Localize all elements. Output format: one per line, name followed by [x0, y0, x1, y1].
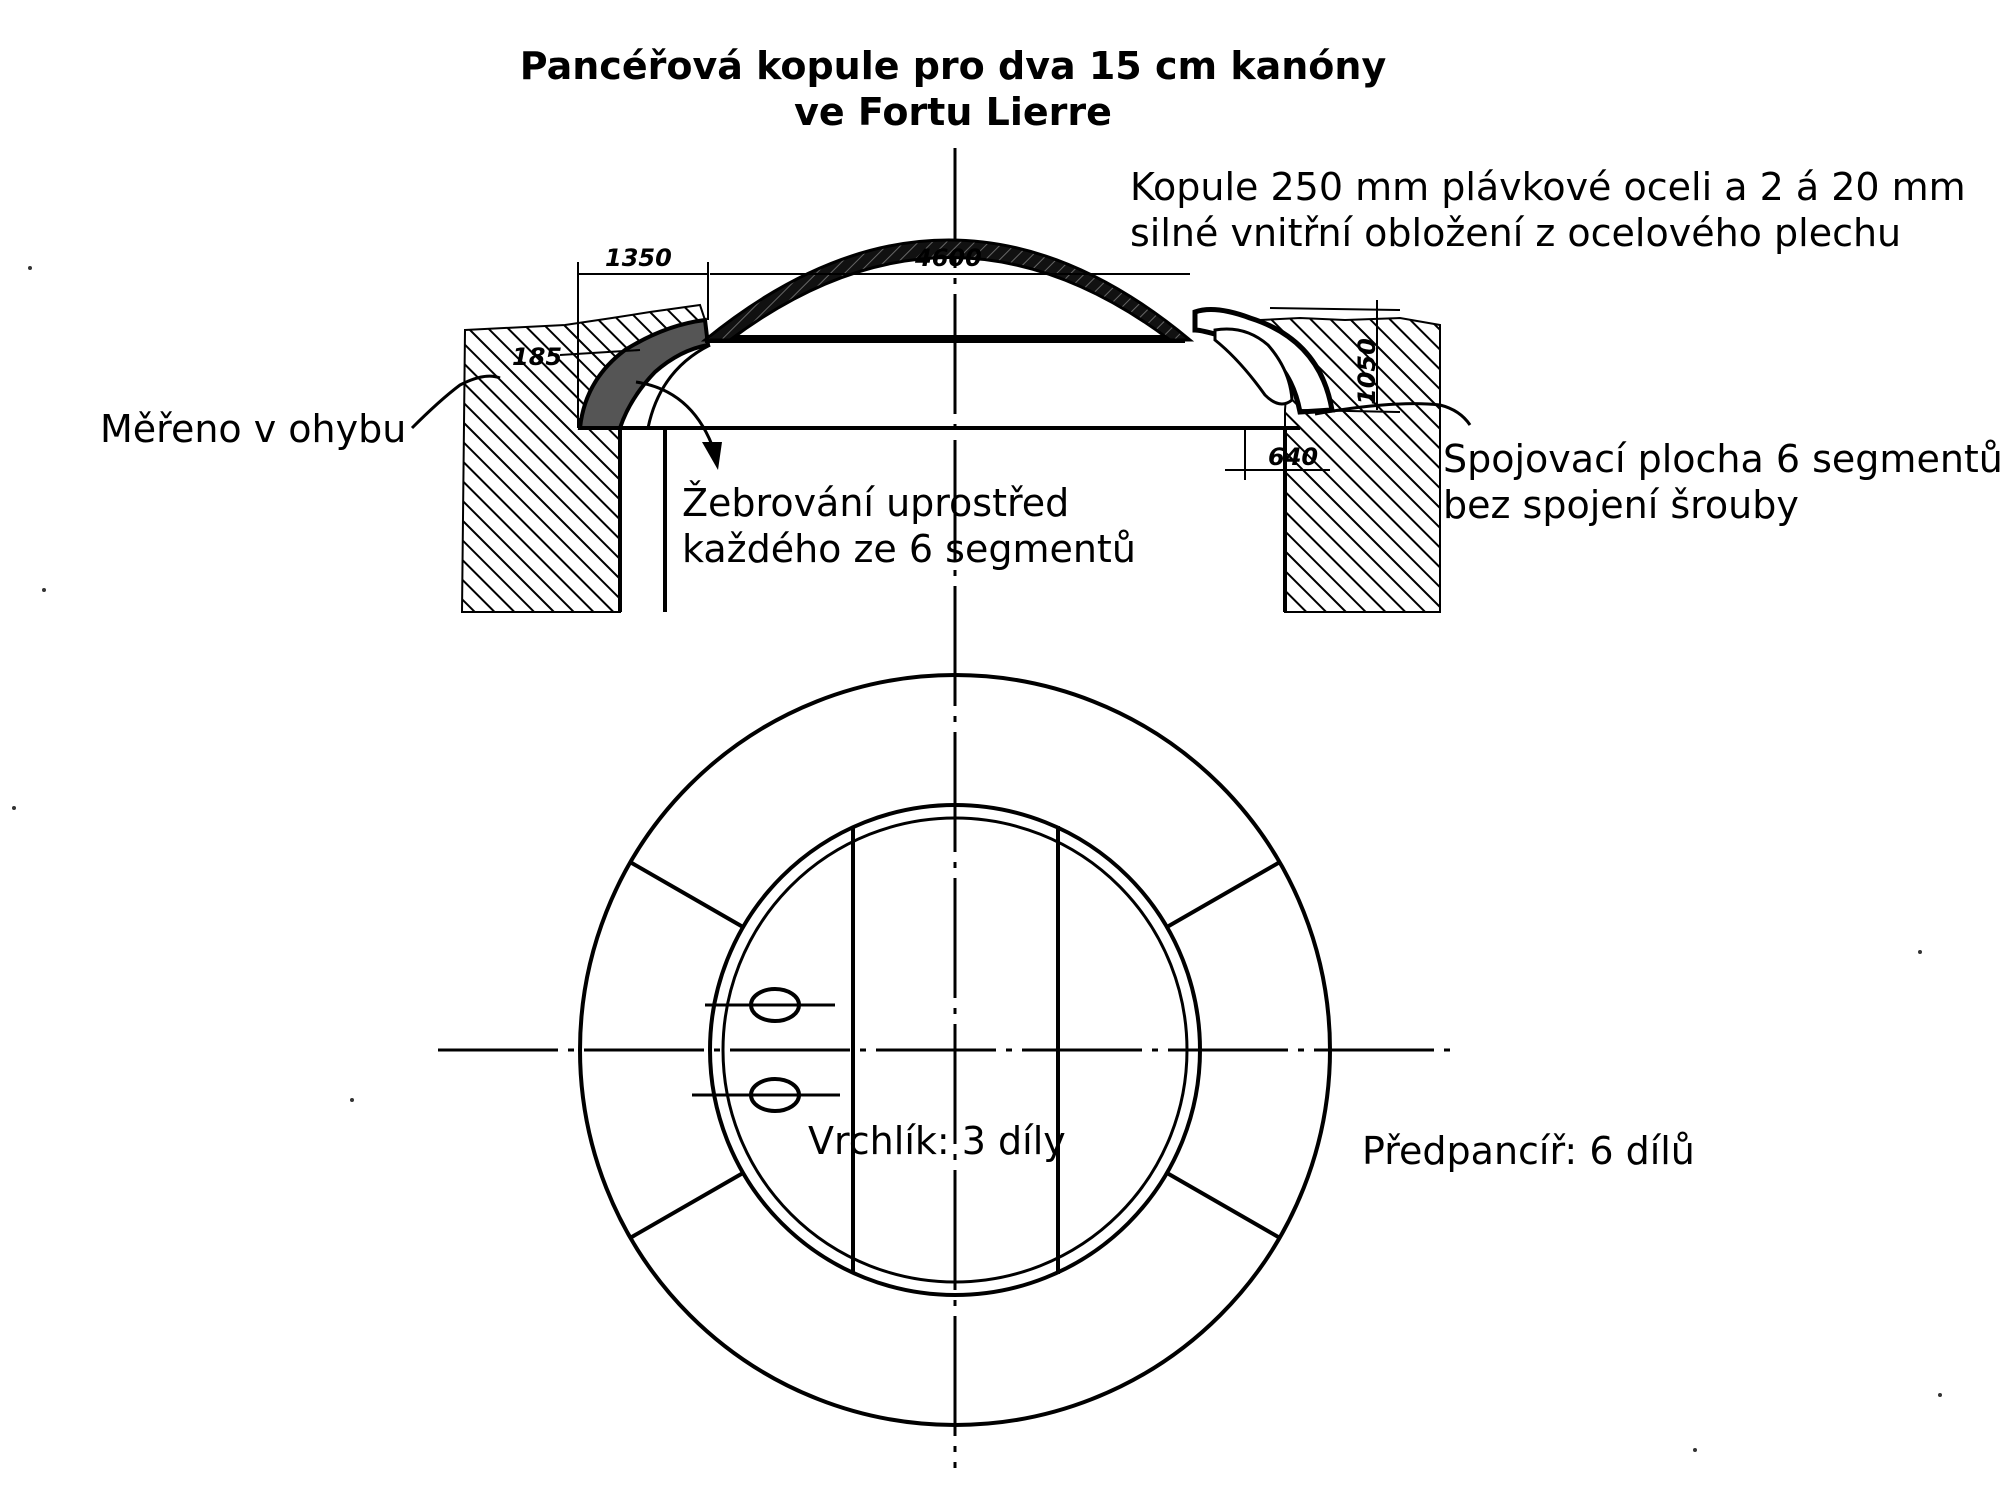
- bend-leader: [410, 374, 501, 430]
- ribs-note-line1: Žebrování uprostřed: [682, 481, 1070, 525]
- glacis-segment-line: [629, 1171, 744, 1240]
- glacis-note: Předpancíř: 6 dílů: [1362, 1129, 1695, 1173]
- dim-640-label: 640: [1268, 443, 1318, 471]
- drawing-title-line1: Pancéřová kopule pro dva 15 cm kanóny: [519, 44, 1387, 88]
- scan-speck: [1918, 950, 1922, 954]
- scan-speck: [1693, 1448, 1697, 1452]
- scan-speck: [12, 806, 16, 810]
- ribs-leader: [635, 380, 714, 446]
- left-glacis-armour: [577, 317, 711, 430]
- dim-4600-label: 4600: [914, 244, 982, 272]
- cap-inner-ring: [721, 816, 1189, 1284]
- scan-speck: [350, 1098, 354, 1102]
- dim-185-leader: [559, 349, 641, 356]
- joint-leader: [1314, 402, 1472, 426]
- glacis-outer-ring: [578, 673, 1332, 1427]
- dim-1350-label: 1350: [605, 244, 672, 272]
- rib-arc: [646, 343, 711, 429]
- dome-note-line1: Kopule 250 mm plávkové oceli a 2 á 20 mm: [1130, 165, 1966, 209]
- scan-speck: [1938, 1393, 1942, 1397]
- joint-note-line1: Spojovací plocha 6 segmentů: [1443, 437, 2000, 481]
- ribs-note-line2: každého ze 6 segmentů: [682, 527, 1136, 571]
- dome-base-plate: [705, 335, 1185, 343]
- scan-speck: [28, 266, 32, 270]
- scan-speck: [42, 588, 46, 592]
- dome-note-line2: silné vnitřní obložení z ocelového plech…: [1130, 211, 1902, 255]
- cap-outer-ring: [708, 803, 1202, 1297]
- glacis-segment-line: [1166, 860, 1281, 929]
- glacis-segment-line: [629, 860, 744, 929]
- bend-note: Měřeno v ohybu: [100, 407, 407, 451]
- dim-1050-label: 1050: [1353, 338, 1381, 405]
- glacis-segment-line: [1166, 1171, 1281, 1240]
- dome-shell: [700, 238, 1195, 342]
- right-glacis-inner-void: [1213, 327, 1294, 406]
- joint-note-line2: bez spojení šrouby: [1443, 483, 1799, 527]
- dim-185-label: 185: [512, 343, 562, 371]
- cap-note: Vrchlík: 3 díly: [808, 1119, 1066, 1163]
- ribs-arrow-icon: [702, 442, 722, 470]
- drawing-title-line2: ve Fortu Lierre: [794, 90, 1112, 134]
